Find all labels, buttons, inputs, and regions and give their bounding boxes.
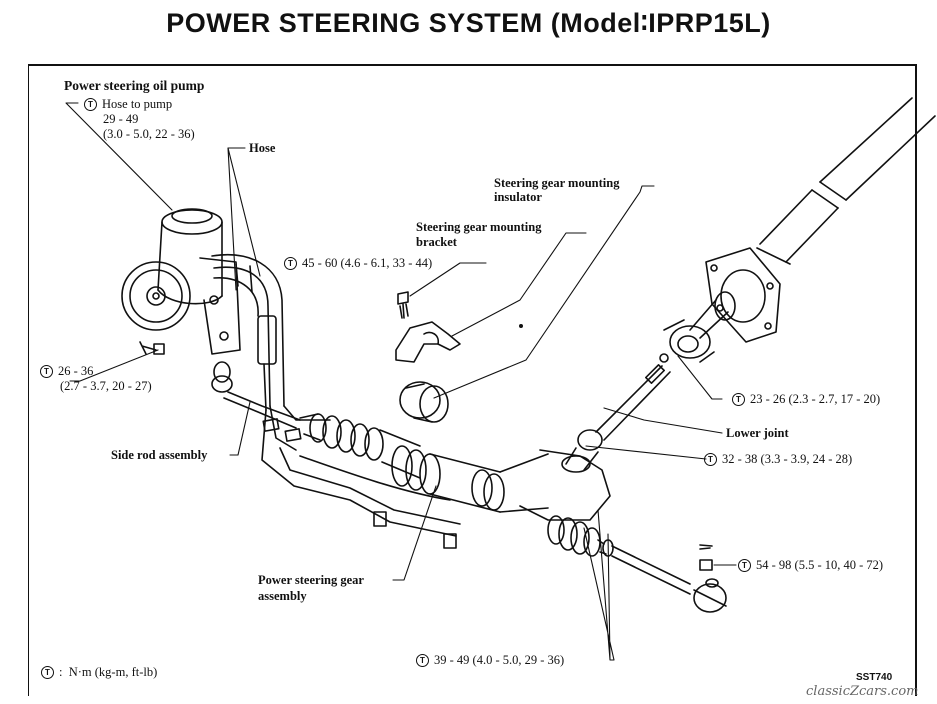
units-legend: T: N·m (kg-m, ft-lb) bbox=[41, 665, 157, 679]
hose-to-pump-label: T Hose to pump bbox=[84, 97, 172, 111]
torque-icon: T bbox=[84, 98, 97, 111]
diagram-title: POWER STEERING SYSTEM (Model∶IPRP15L) bbox=[166, 8, 771, 38]
hose-to-pump-torque-2: (3.0 - 5.0, 22 - 36) bbox=[103, 127, 195, 141]
pump-bolt-torque-2: (2.7 - 3.7, 20 - 27) bbox=[60, 379, 152, 393]
hose-to-pump-text: Hose to pump bbox=[102, 97, 173, 111]
torque-icon: T bbox=[732, 393, 745, 406]
legend-units-text: N·m (kg-m, ft-lb) bbox=[68, 665, 158, 679]
oil-pump-label: Power steering oil pump bbox=[64, 78, 205, 93]
oil-pump-drawing bbox=[121, 208, 241, 355]
steering-gear-drawing bbox=[299, 413, 727, 613]
pump-bolt-torque-label: T 26 - 36 bbox=[40, 364, 93, 378]
side-rod-drawing bbox=[211, 361, 301, 429]
bracket-torque-label: T 45 - 60 (4.6 - 6.1, 33 - 44) bbox=[284, 256, 432, 270]
watermark: classicZcars.com bbox=[806, 684, 919, 699]
joint-torque-label: T 23 - 26 (2.3 - 2.7, 17 - 20) bbox=[732, 392, 880, 406]
torque-icon: T bbox=[704, 453, 717, 466]
tie-rod-torque-label: T 54 - 98 (5.5 - 10, 40 - 72) bbox=[738, 558, 883, 572]
mounting-parts-drawing bbox=[395, 291, 523, 423]
hose-label: Hose bbox=[249, 141, 276, 155]
pump-bolt-torque-text: 26 - 36 bbox=[58, 364, 94, 378]
torque-icon: T bbox=[40, 365, 53, 378]
torque-icon: T bbox=[416, 654, 429, 667]
mounting-insulator-label-2: insulator bbox=[494, 190, 542, 204]
gear-assembly-label-2: assembly bbox=[258, 589, 307, 603]
lower-joint-torque-text: 32 - 38 (3.3 - 3.9, 24 - 28) bbox=[722, 452, 853, 466]
torque-icon: T bbox=[284, 257, 297, 270]
mounting-bracket-label-2: bracket bbox=[416, 235, 457, 249]
torque-icon: T bbox=[738, 559, 751, 572]
tie-rod-torque-text: 54 - 98 (5.5 - 10, 40 - 72) bbox=[756, 558, 884, 572]
mounting-bracket-label-1: Steering gear mounting bbox=[416, 220, 542, 234]
mounting-insulator-label-1: Steering gear mounting bbox=[494, 176, 620, 190]
diagram-frame bbox=[28, 64, 917, 696]
steering-column-drawing bbox=[565, 97, 936, 471]
side-rod-label: Side rod assembly bbox=[111, 448, 208, 462]
line-torque-text: 39 - 49 (4.0 - 5.0, 29 - 36) bbox=[434, 653, 565, 667]
leader-lines bbox=[65, 102, 737, 661]
hose-to-pump-torque-1: 29 - 49 bbox=[103, 112, 139, 126]
lower-joint-torque-label: T 32 - 38 (3.3 - 3.9, 24 - 28) bbox=[704, 452, 852, 466]
joint-torque-text: 23 - 26 (2.3 - 2.7, 17 - 20) bbox=[750, 392, 881, 406]
line-torque-label: T 39 - 49 (4.0 - 5.0, 29 - 36) bbox=[416, 653, 564, 667]
torque-icon: T bbox=[41, 666, 54, 679]
legend-separator: : bbox=[59, 665, 63, 679]
figure-code: SST740 bbox=[856, 672, 893, 683]
gear-assembly-label-1: Power steering gear bbox=[258, 573, 364, 587]
bracket-torque-text: 45 - 60 (4.6 - 6.1, 33 - 44) bbox=[302, 256, 433, 270]
lower-joint-label: Lower joint bbox=[726, 426, 789, 440]
